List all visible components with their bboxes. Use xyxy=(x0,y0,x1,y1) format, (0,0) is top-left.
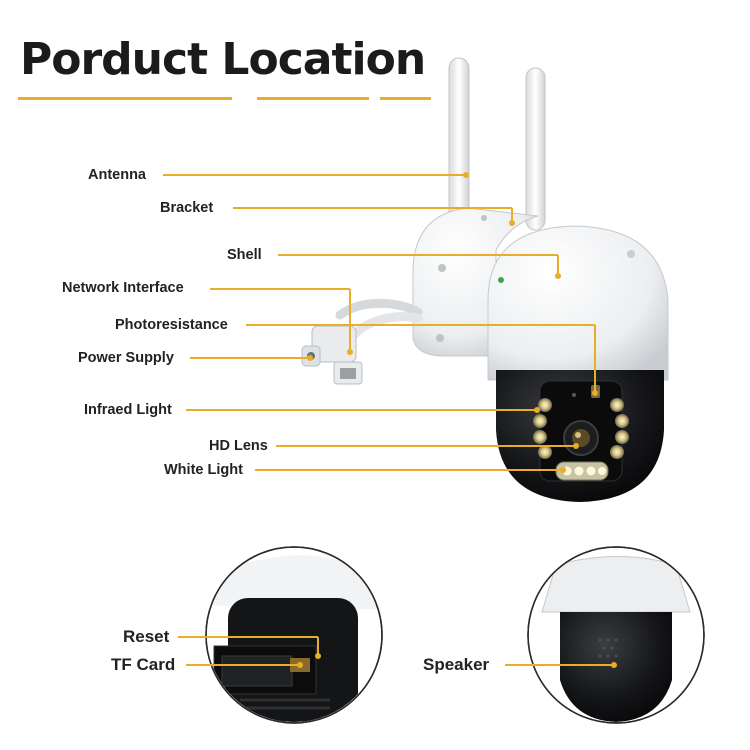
label-photoresistance: Photoresistance xyxy=(115,317,228,333)
label-antenna: Antenna xyxy=(88,167,146,183)
label-white-light: White Light xyxy=(164,462,243,478)
title-underline-middle xyxy=(257,97,369,100)
label-tf-card: TF Card xyxy=(111,655,176,674)
bracket-icon xyxy=(412,207,539,357)
callout-lines xyxy=(163,174,596,471)
network-cable-icon xyxy=(301,298,423,385)
detail-circle-speaker xyxy=(527,546,705,724)
hd-lens-icon xyxy=(563,420,599,456)
label-hd-lens: HD Lens xyxy=(209,438,268,454)
label-reset: Reset xyxy=(123,627,170,646)
label-power-supply: Power Supply xyxy=(78,350,174,366)
label-infrared-light: Infraed Light xyxy=(84,402,172,418)
label-speaker: Speaker xyxy=(423,655,490,674)
label-bracket: Bracket xyxy=(160,200,214,216)
detail-circle-reset-tf xyxy=(205,546,383,724)
infrared-light-icon xyxy=(533,398,629,459)
label-shell: Shell xyxy=(227,247,262,263)
title-underline-left xyxy=(18,97,232,100)
callout-dots xyxy=(307,172,598,473)
page-title: Porduct Location xyxy=(20,34,426,85)
shell-icon xyxy=(487,225,669,381)
label-network-interface: Network Interface xyxy=(62,280,184,296)
title-underline-right xyxy=(380,97,431,100)
